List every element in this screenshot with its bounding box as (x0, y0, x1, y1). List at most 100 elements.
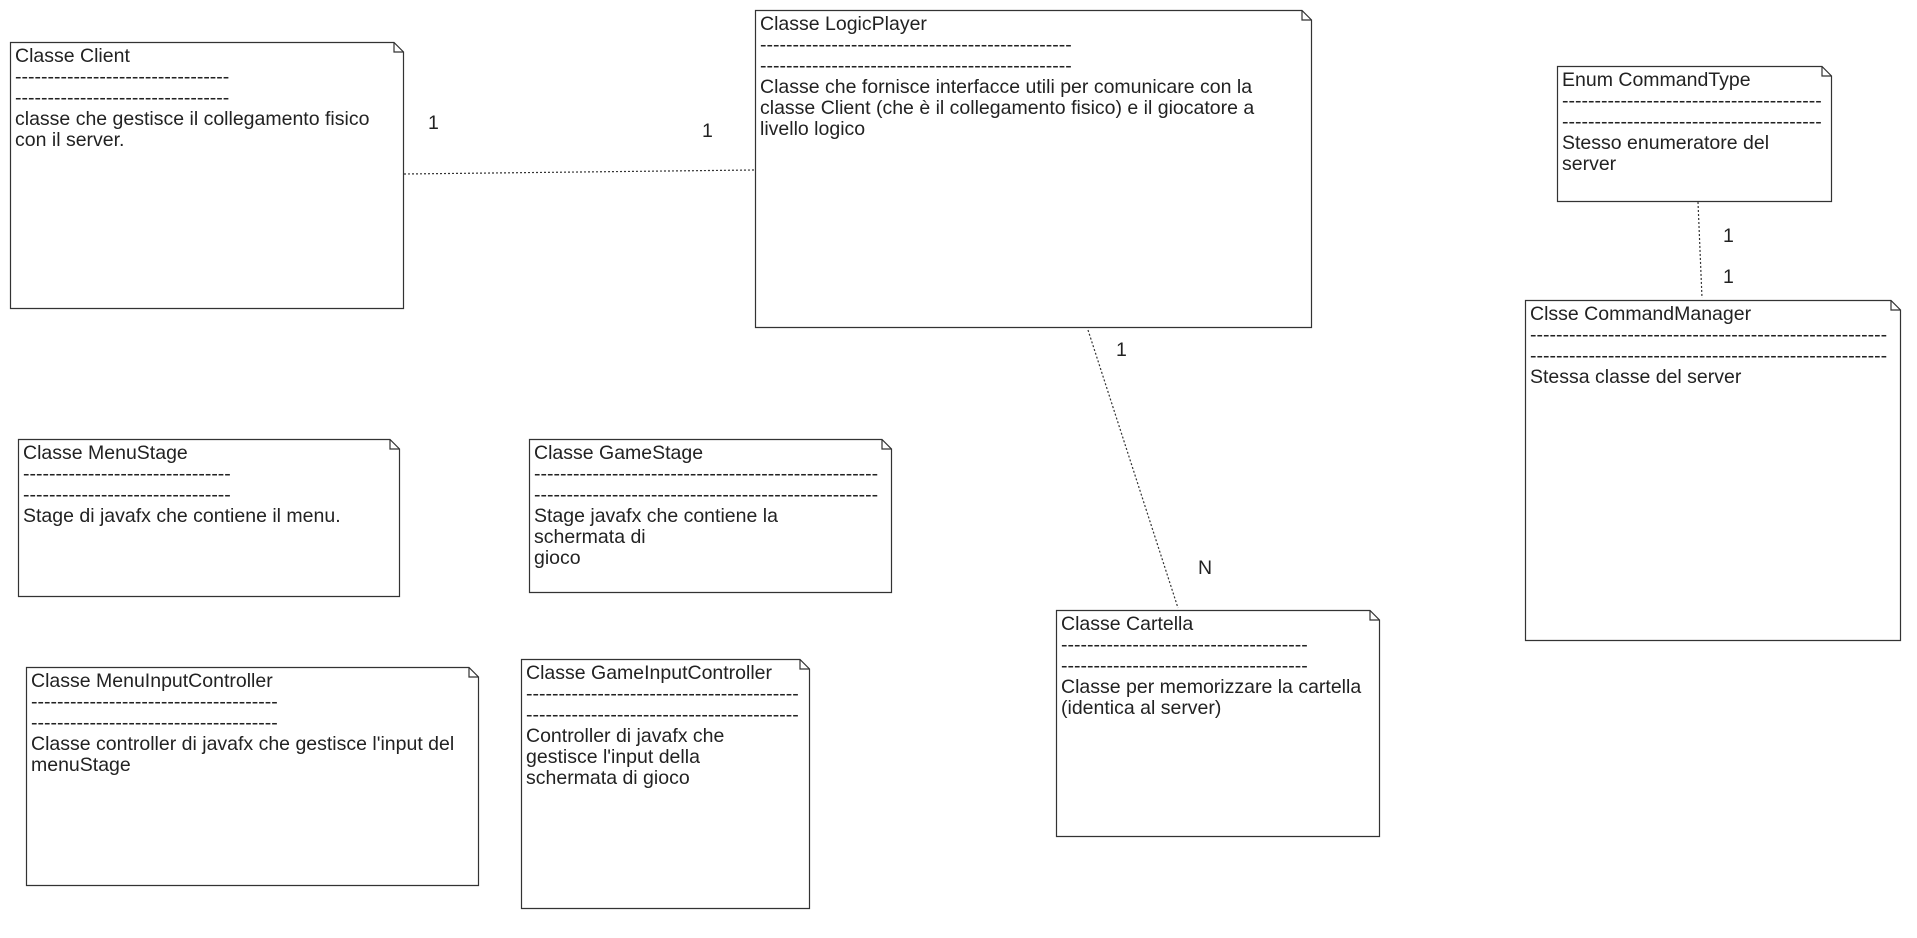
separator: -------------------------------- (23, 485, 231, 506)
description-line: gioco (534, 547, 581, 569)
note-frame (1055, 609, 1381, 838)
note-fold-corner (389, 439, 400, 450)
multiplicity-client-side: 1 (428, 112, 439, 134)
note-outline (1524, 299, 1902, 642)
description-line: Classe per memorizzare la cartella (1061, 676, 1362, 698)
class-description: Stage di javafx che contiene il menu. (23, 506, 394, 527)
note-fold-corner (393, 42, 404, 53)
class-description: Classe per memorizzare la cartella(ident… (1061, 677, 1374, 719)
class-note-client[interactable]: Classe Client --------------------------… (9, 41, 405, 310)
separator: ---------------------------------------- (1562, 112, 1822, 133)
note-frame (1556, 65, 1833, 203)
multiplicity-commandmanager-side: 1 (1723, 266, 1734, 288)
description-line: Classe che fornisce interfacce utili per… (760, 76, 1253, 98)
note-outline (25, 666, 480, 887)
description-line: (identica al server) (1061, 697, 1222, 719)
note-fold-corner (1369, 610, 1380, 621)
class-note-commandtype[interactable]: Enum CommandType -----------------------… (1556, 65, 1833, 203)
description-line: livello logico (760, 118, 866, 140)
separator: ---------------------------------------- (1562, 91, 1822, 112)
class-note-menuinputcontroller[interactable]: Classe MenuInputController -------------… (25, 666, 480, 887)
multiplicity-logicplayer-cartella-side: 1 (1116, 339, 1127, 361)
note-outline (1055, 609, 1381, 838)
separator: -------------------------------------- (1061, 635, 1308, 656)
multiplicity-logicplayer-client-side: 1 (702, 120, 713, 142)
class-title: Classe MenuInputController (31, 670, 273, 692)
description-line: gestisce l'input della (526, 746, 700, 768)
note-frame (754, 9, 1313, 329)
note-fold-corner (468, 667, 479, 678)
class-description: Classe che fornisce interfacce utili per… (760, 77, 1306, 140)
class-note-cartella[interactable]: Classe Cartella ------------------------… (1055, 609, 1381, 838)
class-title: Classe LogicPlayer (760, 13, 927, 35)
note-outline (17, 438, 401, 598)
note-frame (528, 438, 893, 594)
class-title: Classe Cartella (1061, 613, 1194, 635)
separator: ----------------------------------------… (1530, 325, 1888, 346)
description-line: Stage javafx che contiene la (534, 505, 778, 527)
note-fold-corner (799, 659, 810, 670)
class-title: Classe Client (15, 45, 130, 67)
description-line: schermata di gioco (526, 767, 690, 789)
multiplicity-commandtype-side: 1 (1723, 225, 1734, 247)
note-fold-corner (1890, 300, 1901, 311)
class-note-gameinputcontroller[interactable]: Classe GameInputController -------------… (520, 658, 811, 910)
note-fold-corner (1821, 66, 1832, 77)
class-title: Classe GameInputController (526, 662, 773, 684)
note-frame (25, 666, 480, 887)
description-line: Stesso enumeratore del (1562, 132, 1770, 154)
description-line: classe che gestisce il collegamento fisi… (15, 108, 370, 130)
class-title: Classe GameStage (534, 442, 704, 464)
description-line: menuStage (31, 754, 131, 776)
description-line: Classe controller di javafx che gestisce… (31, 733, 455, 755)
class-description: classe che gestisce il collegamento fisi… (15, 109, 398, 151)
commandtype-commandmanager-association (1697, 201, 1703, 299)
note-fold-corner (1301, 10, 1312, 21)
description-line: Stessa classe del server (1530, 366, 1742, 388)
note-outline (520, 658, 811, 910)
separator: -------------------------------------- (31, 692, 278, 713)
description-line: classe Client (che è il collegamento fis… (760, 97, 1255, 119)
note-outline (9, 41, 405, 310)
separator: ----------------------------------------… (526, 705, 799, 726)
separator: --------------------------------- (15, 67, 230, 88)
description-line: Stage di javafx che contiene il menu. (23, 505, 341, 527)
separator: ----------------------------------------… (760, 35, 1072, 56)
note-frame (17, 438, 401, 598)
class-note-menustage[interactable]: Classe MenuStage -----------------------… (17, 438, 401, 598)
separator: ----------------------------------------… (1530, 346, 1888, 367)
note-frame (520, 658, 811, 910)
description-line: server (1562, 153, 1617, 175)
class-title: Classe MenuStage (23, 442, 188, 464)
note-frame (9, 41, 405, 310)
class-note-commandmanager[interactable]: Clsse CommandManager -------------------… (1524, 299, 1902, 642)
note-outline (528, 438, 893, 594)
class-title: Clsse CommandManager (1530, 303, 1752, 325)
class-description: Classe controller di javafx che gestisce… (31, 734, 473, 776)
logicplayer-cartella-association (1087, 329, 1179, 609)
class-title: Enum CommandType (1562, 69, 1751, 91)
note-outline (754, 9, 1313, 329)
note-fold-corner (881, 439, 892, 450)
class-description: Stessa classe del server (1530, 367, 1895, 388)
client-logicplayer-association (403, 169, 756, 175)
class-note-gamestage[interactable]: Classe GameStage -----------------------… (528, 438, 893, 594)
separator: --------------------------------- (15, 88, 230, 109)
description-line: schermata di (534, 526, 646, 548)
separator: -------------------------------- (23, 464, 231, 485)
separator: -------------------------------------- (1061, 656, 1308, 677)
separator: ----------------------------------------… (534, 464, 879, 485)
separator: ----------------------------------------… (534, 485, 879, 506)
separator: ----------------------------------------… (760, 56, 1072, 77)
note-frame (1524, 299, 1902, 642)
separator: -------------------------------------- (31, 713, 278, 734)
note-outline (1556, 65, 1833, 203)
description-line: con il server. (15, 129, 125, 151)
multiplicity-cartella-side: N (1198, 557, 1213, 579)
description-line: Controller di javafx che (526, 725, 725, 747)
class-note-logicplayer[interactable]: Classe LogicPlayer ---------------------… (754, 9, 1313, 329)
